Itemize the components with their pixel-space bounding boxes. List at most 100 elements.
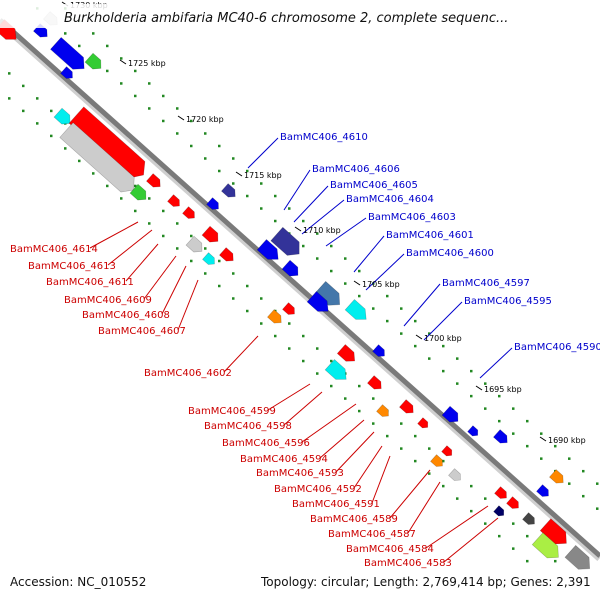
lower-connector [425,505,489,549]
gene-feature-shape [564,544,591,570]
lower-gene-label: BamMC406_4607 [98,326,186,337]
scale-dot [218,284,221,288]
scale-dot [330,359,333,363]
gene-feature-shape [129,183,147,201]
gene-feature [376,404,389,417]
gene-feature-shape [430,454,443,467]
gene-feature-shape [84,52,102,70]
gene-feature-shape [344,299,367,320]
gene-feature-shape [281,259,299,277]
lower-connector [125,243,159,282]
scale-dot [428,357,431,360]
gene-feature-shape [256,239,279,260]
gene-feature-shape [531,532,559,559]
gene-feature [372,344,385,357]
tick-label: 1725 kbp [128,59,166,68]
scale-dot [50,134,53,138]
gene-feature [336,344,356,362]
tick-mark [415,334,423,340]
scale-dot [204,157,207,160]
gene-feature [50,36,85,70]
gene-feature [539,518,567,545]
scale-dot [8,72,11,75]
gene-feature-shape [441,405,459,423]
scale-dot [176,222,179,225]
lower-connector [443,517,499,563]
scale-dot [246,309,249,313]
scale-dot [218,169,221,173]
scale-dot [526,419,529,423]
upper-gene-label: BamMC406_4610 [280,132,368,143]
scale-dot [148,197,151,200]
gene-feature [185,235,203,253]
scale-dot [92,32,95,35]
gene-feature [494,486,507,499]
scale-dot [106,44,109,48]
scale-dot [358,269,361,273]
gene-feature-shape [306,291,329,312]
gene-feature-shape [202,252,215,265]
gene-feature [467,425,479,437]
gene-feature-shape [270,226,300,256]
gene-feature-shape [60,66,73,79]
gene-feature [493,505,505,517]
gene-feature-shape [201,225,219,243]
gene-feature [146,173,161,188]
gene-feature [182,206,195,219]
gene-feature [441,445,453,457]
scale-dot [120,197,123,200]
gene-feature [324,359,347,380]
scale-dot [498,534,501,538]
lower-connector [301,403,357,443]
gene-features [0,11,595,591]
scale-dot [316,232,319,235]
scale-dot [232,272,235,275]
scale-dot [260,207,263,210]
tick-label: 1705 kbp [362,280,400,289]
gene-feature-shape [182,206,195,219]
upper-gene-label: BamMC406_4604 [346,194,434,205]
gene-feature [84,52,102,70]
topology-summary-text: Topology: circular; Length: 2,769,414 bp… [260,575,591,589]
scale-dot [316,257,319,260]
gene-feature-shape [185,235,203,253]
gene-feature-shape [441,445,453,457]
scale-dot [498,419,501,423]
scale-dot [162,94,165,98]
upper-connector [293,185,329,223]
gene-feature-shape [493,505,505,517]
scale-dot [442,484,445,488]
scale-dot [414,434,417,438]
lower-gene-label: BamMC406_4613 [28,261,116,272]
gene-feature-shape [522,512,535,525]
lower-gene-label: BamMC406_4584 [346,544,434,555]
gene-feature-shape [221,183,236,198]
scale-dot [400,307,403,310]
scale-dot [372,422,375,425]
gene-feature [68,106,146,179]
scale-dot [302,334,305,338]
lower-connector [407,481,441,534]
scale-dot [512,432,515,435]
scale-dot [190,259,193,263]
scale-dot [134,69,137,73]
scale-dot [232,297,235,300]
gene-feature [219,247,234,262]
gene-feature-shape [506,496,519,509]
tick-label: 1690 kbp [548,436,586,445]
lower-connector [107,229,153,266]
gene-feature [221,183,236,198]
lower-connector [319,419,365,459]
tick-label: 1710 kbp [303,226,341,235]
footer-backdrop [0,572,600,600]
scale-dot [204,132,207,135]
lower-gene-label: BamMC406_4592 [274,484,362,495]
gene-feature [281,259,299,277]
gene-feature-shape [50,36,85,70]
upper-gene-label: BamMC406_4601 [386,230,474,241]
gene-feature-shape [282,302,295,315]
scale-dot [330,269,333,273]
scale-dot [134,94,137,98]
scale-dot [358,384,361,388]
lower-gene-label: BamMC406_4598 [204,421,292,432]
